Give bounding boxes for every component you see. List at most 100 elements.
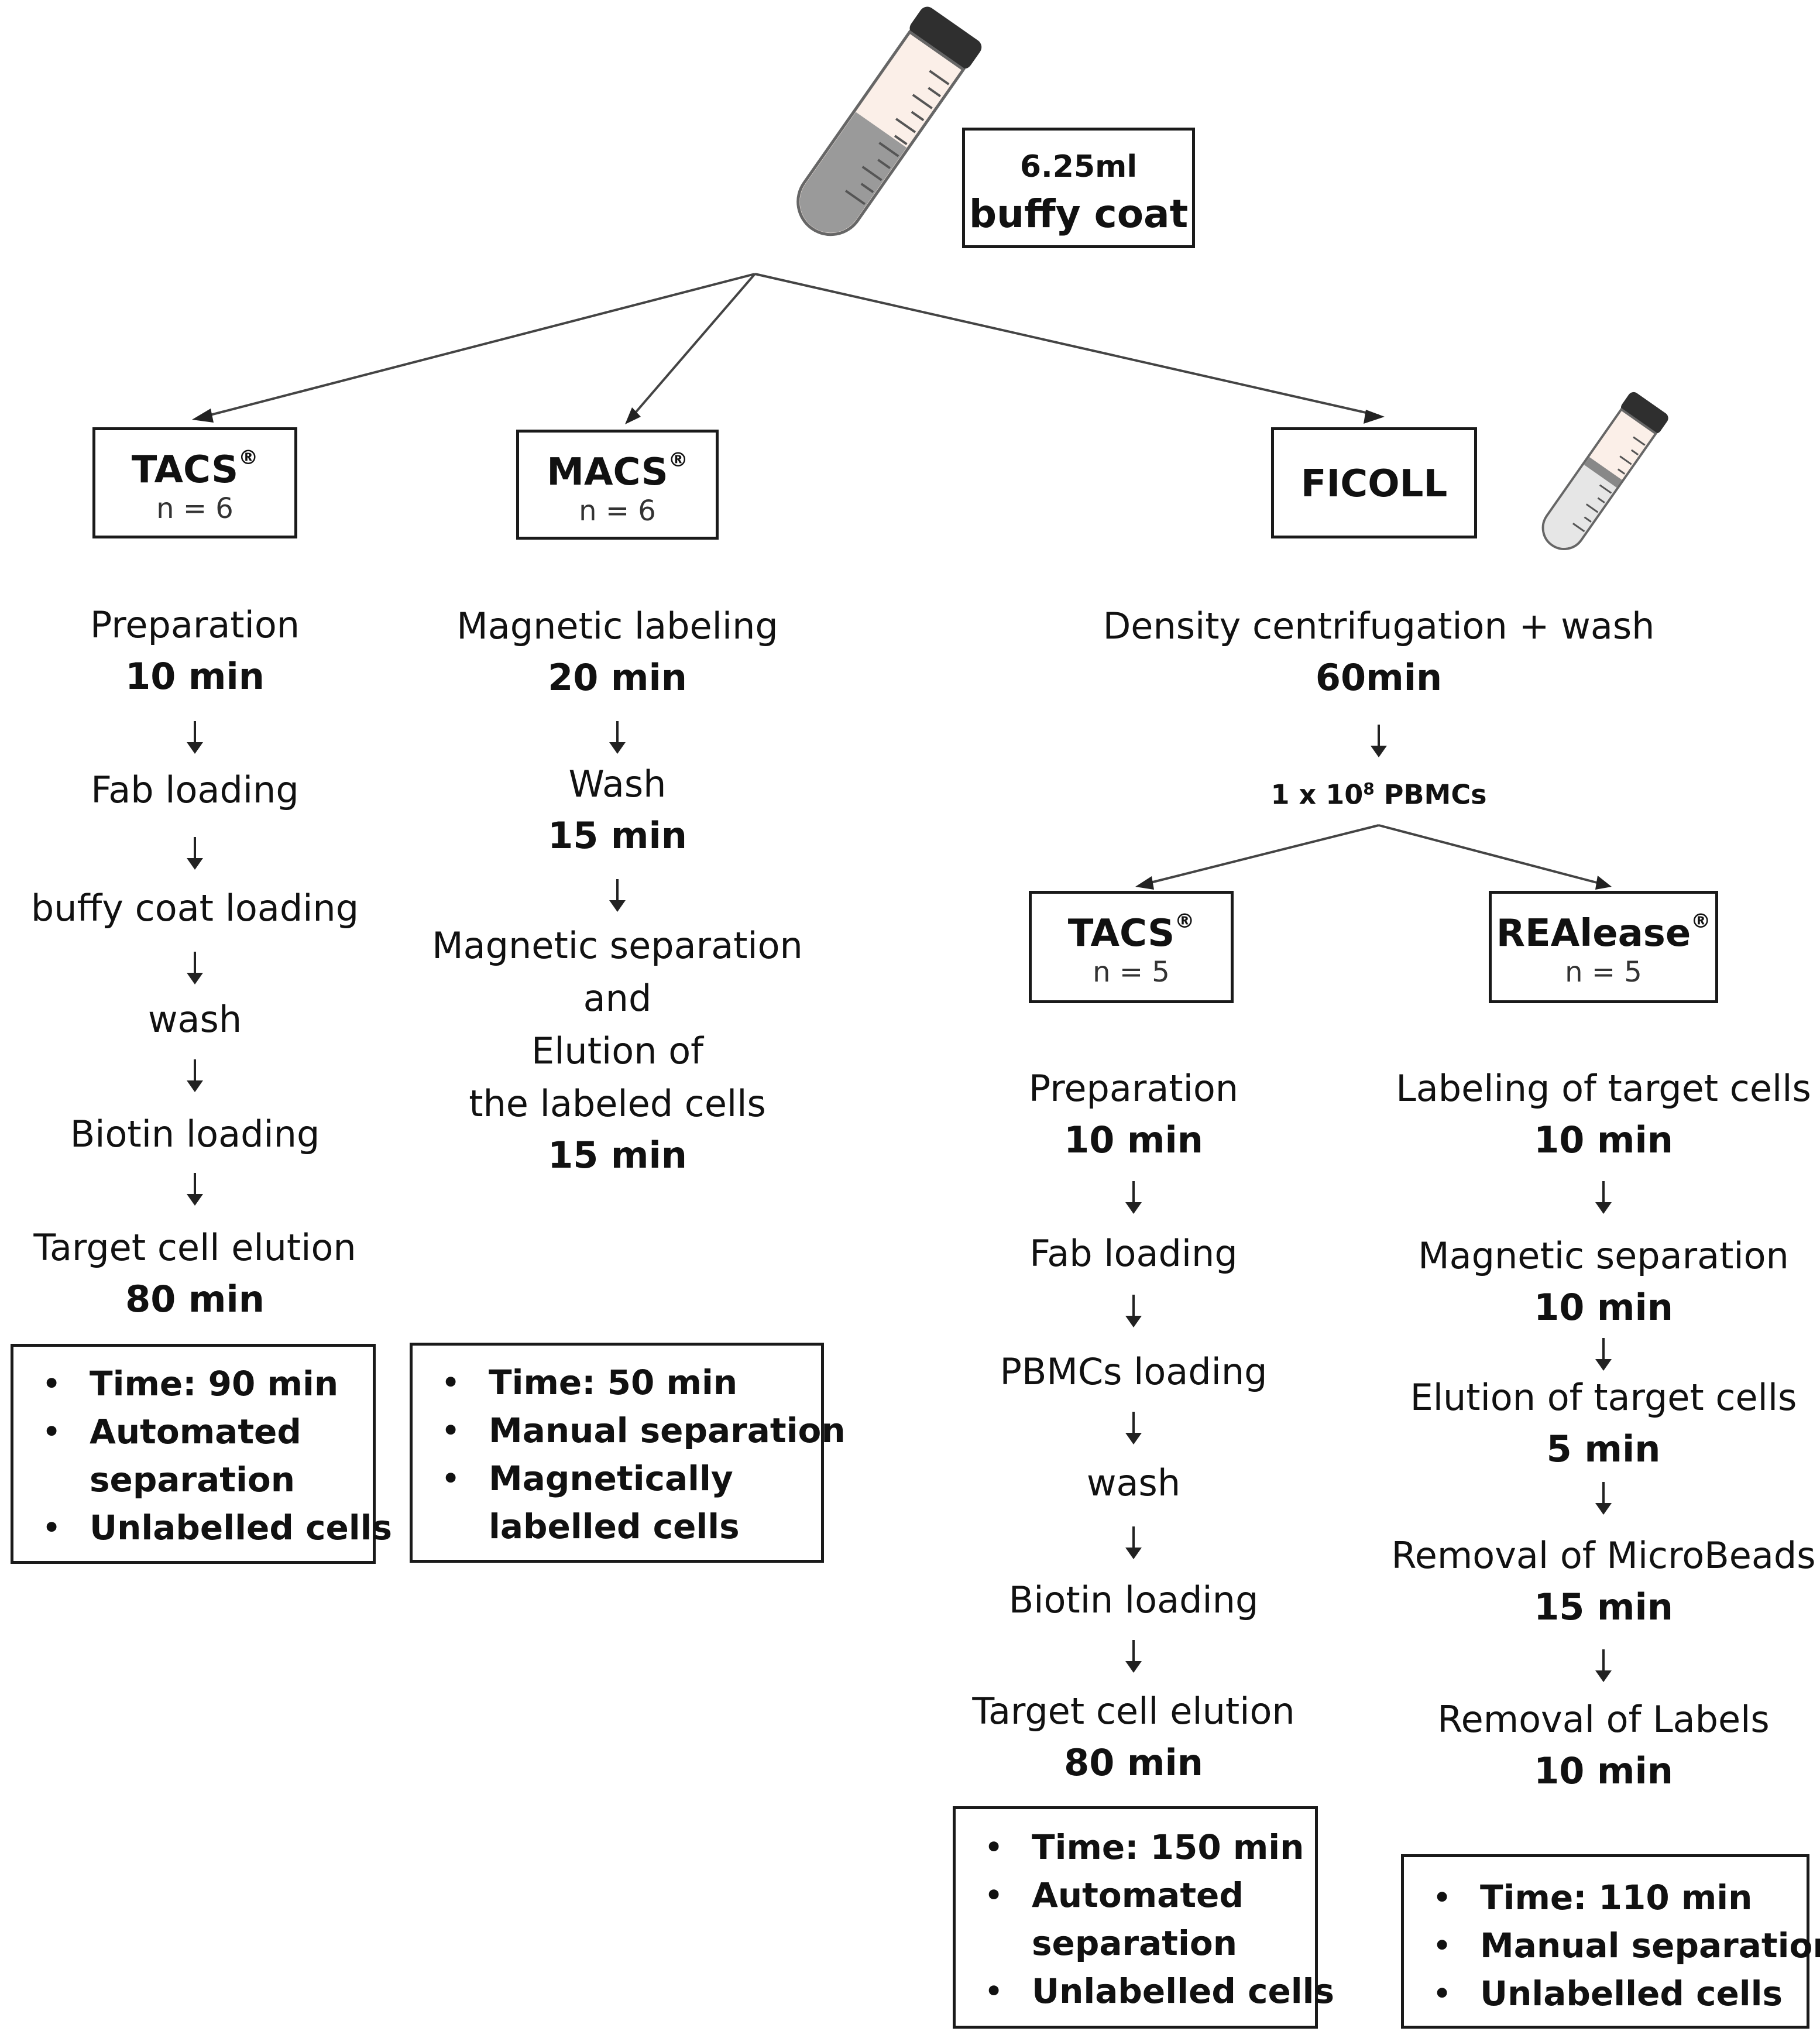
- macs-step-3-line4: the labeled cells: [469, 1082, 766, 1125]
- macs-summary-box: Time: 50 min Manual separation Magnetica…: [410, 1343, 846, 1563]
- down-arrow-icon: [187, 837, 203, 870]
- arrow-to-ficoll: [754, 273, 1379, 417]
- ficoll-time: 60min: [1315, 656, 1443, 699]
- summary-item-continued: labelled cells: [489, 1507, 740, 1546]
- down-arrow-icon: [1371, 725, 1387, 757]
- macs-step-2: Wash: [568, 763, 667, 805]
- tacs-step-4: wash: [147, 998, 242, 1041]
- realease-box: REAlease® n = 5: [1489, 891, 1718, 1003]
- registered-mark: ®: [668, 448, 688, 472]
- realease-summary-box: Time: 110 min Manual separation Unlabell…: [1401, 1854, 1820, 2029]
- tacs2-step-5: Biotin loading: [1008, 1579, 1259, 1621]
- down-arrow-icon: [1125, 1181, 1142, 1214]
- macs-step-3-line2: and: [583, 977, 652, 1020]
- down-arrow-icon: [187, 1059, 203, 1092]
- summary-item: Manual separation: [413, 1406, 846, 1454]
- macs-time-2: 15 min: [548, 814, 687, 857]
- down-arrow-icon: [1595, 1482, 1612, 1515]
- macs-step-1: Magnetic labeling: [456, 605, 778, 647]
- down-arrow-icon: [609, 721, 626, 754]
- ficoll-box: FICOLL: [1271, 427, 1477, 538]
- summary-item: Automated: [956, 1871, 1315, 1919]
- realease-time-1: 10 min: [1534, 1119, 1673, 1161]
- macs-time-1: 20 min: [548, 656, 687, 699]
- summary-item: Time: 50 min: [413, 1358, 821, 1406]
- tacs-step-2: Fab loading: [91, 768, 299, 811]
- pbmc-exponent: 8: [1363, 779, 1375, 798]
- down-arrow-icon: [1125, 1526, 1142, 1559]
- summary-item: Time: 150 min: [956, 1823, 1315, 1871]
- tacs2-step-6: Target cell elution: [972, 1690, 1295, 1732]
- tacs2-box: TACS® n = 5: [1029, 891, 1234, 1003]
- macs-step-3-line3: Elution of: [531, 1030, 703, 1072]
- realease-step-1: Labeling of target cells: [1396, 1067, 1811, 1110]
- summary-item: Time: 110 min: [1404, 1874, 1807, 1922]
- tacs-step-5: Biotin loading: [70, 1113, 320, 1155]
- source-box: 6.25ml buffy coat: [962, 128, 1195, 248]
- tacs-n: n = 6: [156, 492, 233, 525]
- ficoll-step: Density centrifugation + wash: [1103, 605, 1655, 647]
- macs-n: n = 6: [579, 495, 656, 527]
- ficoll-title: FICOLL: [1300, 462, 1448, 506]
- realease-n: n = 5: [1565, 956, 1642, 989]
- down-arrow-icon: [1125, 1640, 1142, 1673]
- summary-item: Automated: [13, 1408, 373, 1456]
- arrow-to-tacs2: [1141, 824, 1379, 886]
- source-label: buffy coat: [969, 191, 1189, 236]
- realease-step-2: Magnetic separation: [1418, 1234, 1789, 1277]
- realease-time-3: 5 min: [1546, 1428, 1661, 1470]
- down-arrow-icon: [1595, 1338, 1612, 1371]
- arrow-to-tacs: [198, 273, 756, 419]
- tacs-time-6: 80 min: [125, 1278, 265, 1320]
- summary-item: Manual separation: [1404, 1922, 1820, 1970]
- pbmc-suffix: PBMCs: [1374, 778, 1487, 811]
- realease-step-4: Removal of MicroBeads: [1391, 1534, 1816, 1577]
- macs-box: MACS® n = 6: [516, 430, 719, 540]
- macs-title: MACS: [547, 451, 668, 494]
- tacs2-n: n = 5: [1093, 956, 1170, 989]
- tacs-title: TACS: [131, 448, 239, 492]
- summary-item: Unlabelled cells: [956, 1967, 1334, 2015]
- tacs-step-6: Target cell elution: [33, 1226, 356, 1269]
- tacs2-time-1: 10 min: [1064, 1119, 1203, 1161]
- tacs2-step-2: Fab loading: [1029, 1232, 1238, 1275]
- ficoll-tube-icon: [1541, 392, 1668, 550]
- tacs2-time-6: 80 min: [1064, 1741, 1203, 1784]
- pbmc-prefix: 1 x 10: [1270, 778, 1364, 811]
- summary-item-continued: separation: [1032, 1923, 1238, 1963]
- summary-item: Unlabelled cells: [13, 1504, 392, 1552]
- down-arrow-icon: [187, 952, 203, 984]
- summary-item: Magnetically: [413, 1454, 821, 1502]
- down-arrow-icon: [1595, 1181, 1612, 1214]
- summary-item: Time: 90 min: [13, 1360, 373, 1408]
- realease-title: REAlease: [1496, 912, 1691, 955]
- down-arrow-icon: [187, 1173, 203, 1206]
- realease-time-2: 10 min: [1534, 1286, 1673, 1329]
- realease-time-4: 15 min: [1534, 1586, 1673, 1628]
- summary-item-continued: separation: [90, 1460, 296, 1500]
- realease-step-5: Removal of Labels: [1437, 1698, 1770, 1741]
- realease-time-5: 10 min: [1534, 1749, 1673, 1792]
- summary-item: Unlabelled cells: [1404, 1970, 1807, 2018]
- tacs2-step-4: wash: [1086, 1461, 1181, 1504]
- buffy-coat-tube-icon: [796, 6, 982, 236]
- tacs2-summary-box: Time: 150 min Automated separation Unlab…: [953, 1806, 1334, 2029]
- registered-mark: ®: [238, 446, 259, 469]
- down-arrow-icon: [609, 879, 626, 912]
- macs-step-3-line1: Magnetic separation: [432, 924, 803, 967]
- registered-mark: ®: [1691, 910, 1711, 933]
- down-arrow-icon: [1595, 1649, 1612, 1682]
- tacs2-title: TACS: [1067, 912, 1175, 955]
- tacs-time-1: 10 min: [125, 655, 265, 698]
- arrow-to-macs: [630, 273, 756, 419]
- tacs-step-1: Preparation: [90, 603, 300, 646]
- tacs2-step-1: Preparation: [1028, 1067, 1239, 1110]
- down-arrow-icon: [1125, 1412, 1142, 1445]
- down-arrow-icon: [187, 721, 203, 754]
- source-volume: 6.25ml: [1019, 149, 1138, 184]
- realease-step-3: Elution of target cells: [1410, 1376, 1797, 1419]
- tacs-summary-box: Time: 90 min Automated separation Unlabe…: [11, 1344, 392, 1564]
- arrow-to-realease: [1378, 824, 1606, 886]
- tacs2-step-3: PBMCs loading: [1000, 1350, 1268, 1393]
